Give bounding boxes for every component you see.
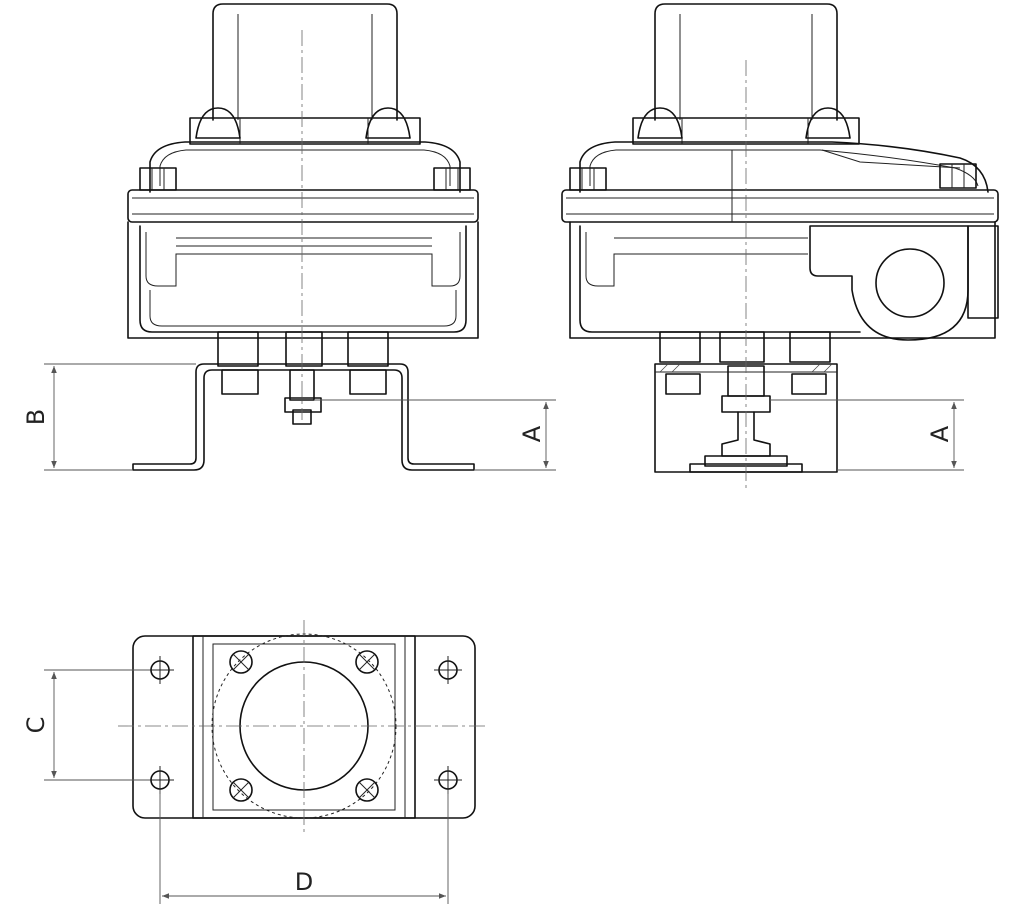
dimension-a-front: A — [314, 399, 556, 471]
mount-hole-bl — [146, 766, 174, 794]
dimension-c-label: C — [22, 717, 50, 734]
mount-hole-tl — [146, 656, 174, 684]
dimension-a-side: A — [770, 399, 964, 471]
dimension-c: C — [22, 669, 150, 781]
base-view — [118, 620, 488, 832]
dimension-b: B — [22, 363, 196, 471]
bolt-hole-br — [355, 778, 379, 802]
side-view — [561, 3, 999, 490]
bolt-hole-bl — [229, 778, 253, 802]
dimension-b-label: B — [22, 409, 50, 425]
mount-hole-br — [434, 766, 462, 794]
bolt-hole-tr — [355, 650, 379, 674]
dimension-a-side-label: A — [926, 425, 954, 442]
dimension-d-label: D — [295, 868, 313, 896]
dimension-a-front-label: A — [518, 425, 546, 442]
bolt-hole-tl — [229, 650, 253, 674]
dimension-d: D — [159, 790, 449, 904]
front-view — [127, 3, 479, 471]
mount-hole-tr — [434, 656, 462, 684]
